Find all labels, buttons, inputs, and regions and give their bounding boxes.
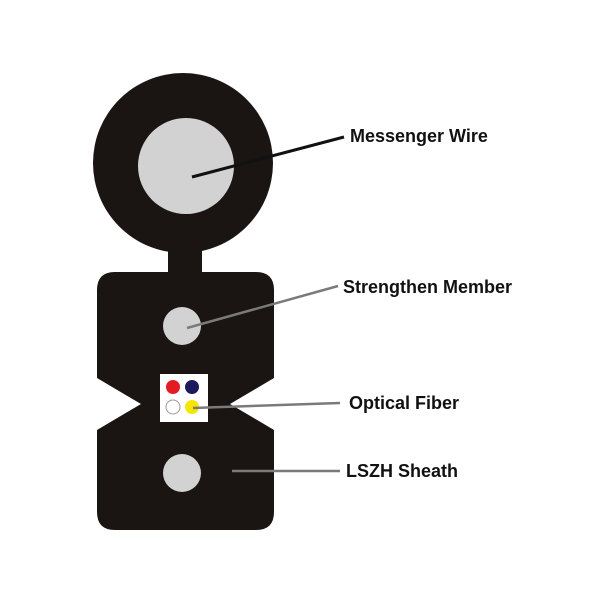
leader-line-strengthen-member [186, 284, 339, 330]
fiber-red [166, 380, 180, 394]
strength-member-bottom [163, 454, 201, 492]
fiber-white [165, 399, 181, 415]
fiber-yellow [185, 400, 199, 414]
label-strengthen-member: Strengthen Member [343, 277, 512, 297]
label-messenger-wire: Messenger Wire [350, 126, 488, 146]
fiber-blue [185, 380, 199, 394]
label-lszh-sheath: LSZH Sheath [346, 461, 458, 481]
fiber-unit-box [160, 374, 208, 422]
label-optical-fiber: Optical Fiber [349, 393, 459, 413]
leader-line-messenger-wire [191, 135, 345, 179]
leader-line-optical-fiber [192, 401, 341, 410]
strength-member-top [163, 307, 201, 345]
messenger-wire-core [138, 118, 234, 214]
